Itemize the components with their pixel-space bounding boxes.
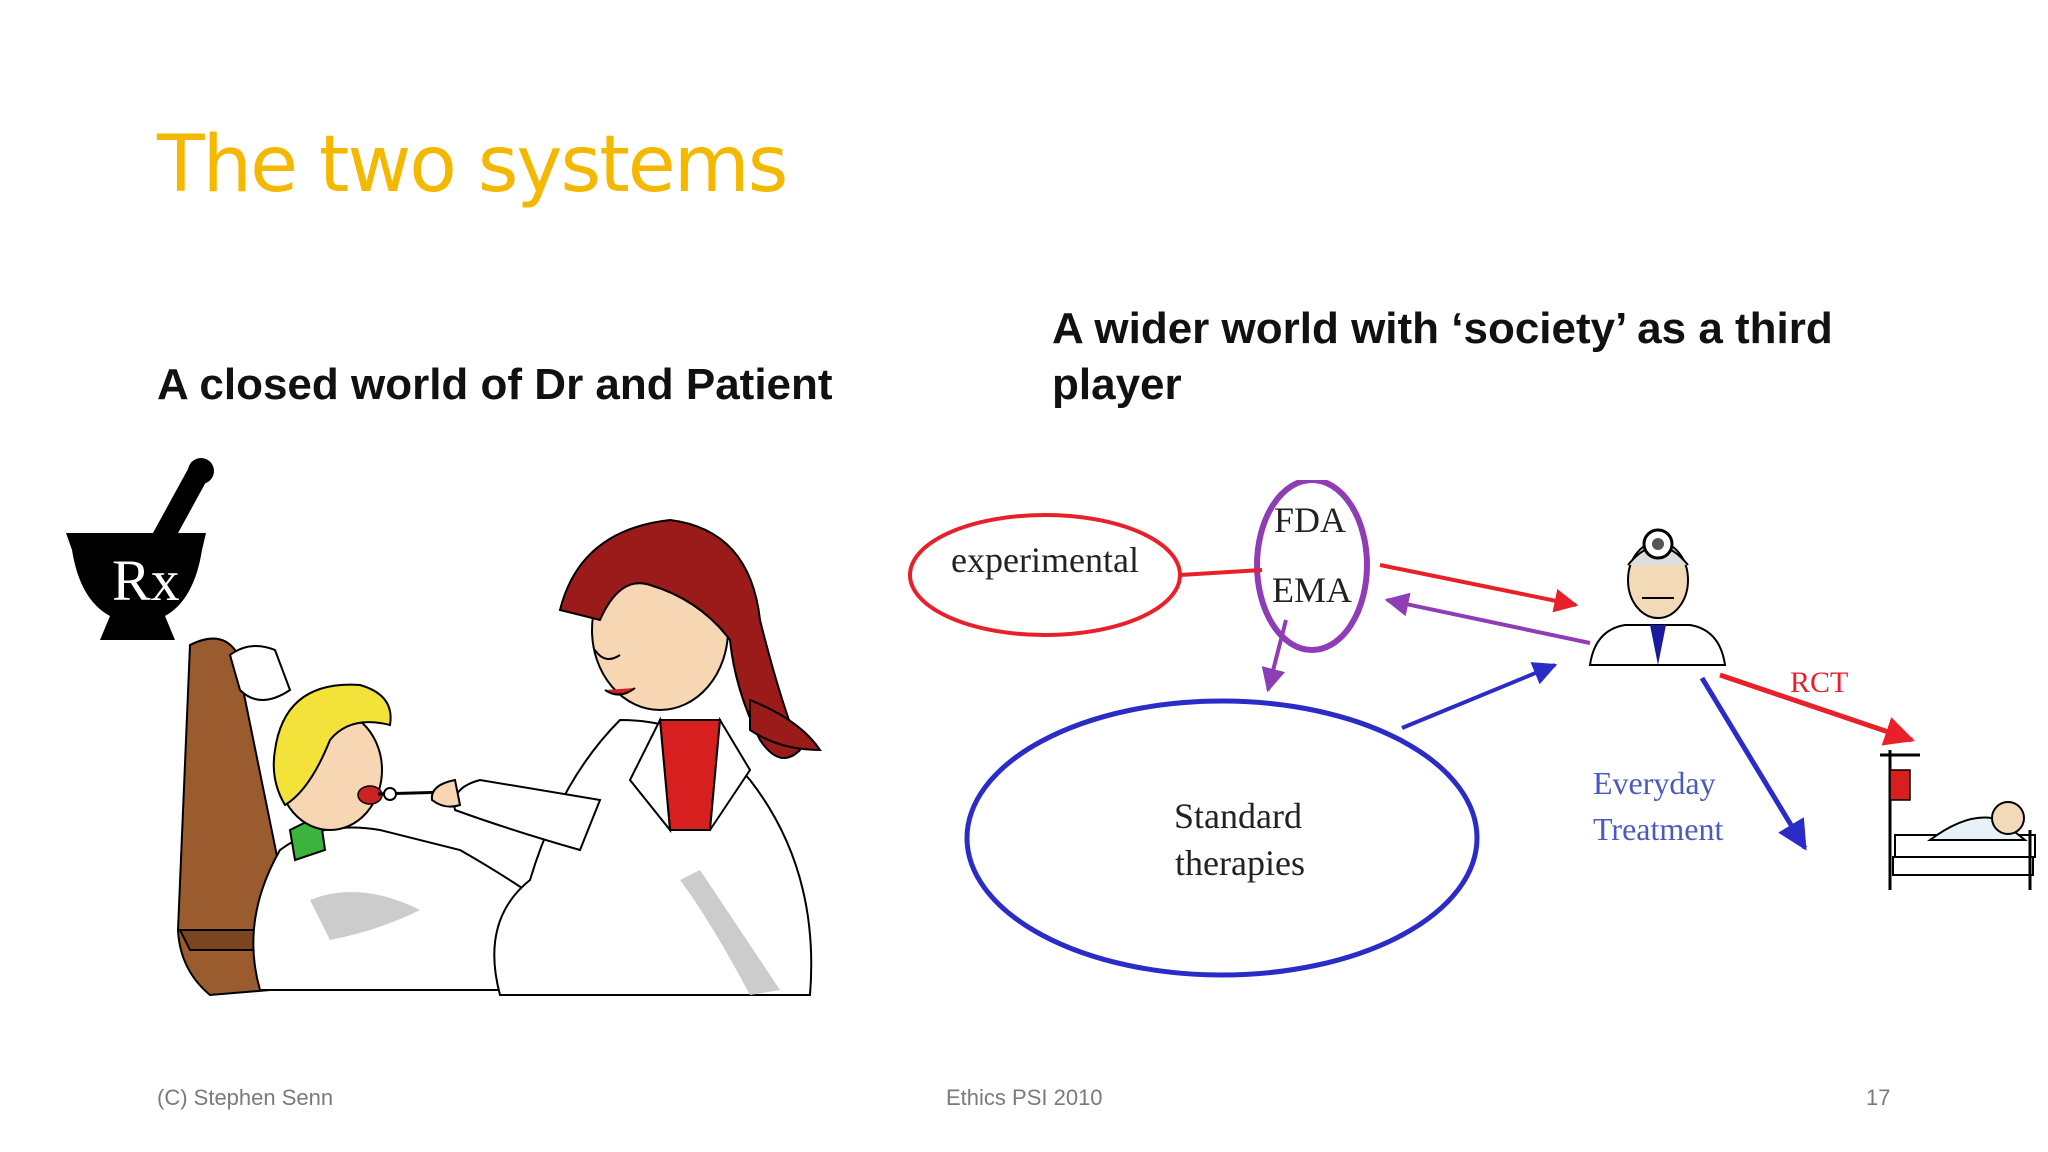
- doctor-to-patient-rct-arrow: [1719, 672, 1915, 746]
- rx-label: Rx: [112, 548, 180, 613]
- doctor-to-regulator-arrow: [1384, 592, 1591, 645]
- experimental-label: experimental: [951, 540, 1139, 580]
- doctor-to-patient-everyday-arrow: [1699, 676, 1808, 851]
- right-heading: A wider world with ‘society’ as a third …: [1052, 304, 1833, 409]
- footer-page-number: 17: [1866, 1085, 1891, 1110]
- doctor-patient-illustration: Rx: [66, 458, 822, 997]
- society-diagram: experimental FDA EMA Standard therapies …: [908, 480, 2036, 978]
- regulator-ellipse: [1254, 480, 1370, 653]
- footer-author: (C) Stephen Senn: [157, 1085, 334, 1110]
- footer-event: Ethics PSI 2010: [946, 1085, 1103, 1110]
- rx-mortar-icon: Rx: [66, 458, 214, 640]
- slide-title: The two systems: [157, 120, 788, 210]
- doctor-icon: [1588, 528, 1727, 666]
- standard-label-1: Standard: [1174, 796, 1302, 836]
- everyday-label-2: Treatment: [1593, 811, 1723, 847]
- regulator-to-standard-arrow: [1261, 619, 1288, 693]
- experimental-connector: [1179, 568, 1263, 577]
- everyday-label-1: Everyday: [1593, 765, 1716, 801]
- standard-ellipse: [964, 698, 1480, 978]
- standard-to-doctor-arrow: [1401, 662, 1558, 730]
- fda-label: FDA: [1274, 500, 1346, 540]
- left-heading: A closed world of Dr and Patient: [157, 360, 833, 409]
- regulator-to-doctor-arrow: [1379, 563, 1579, 613]
- ema-label: EMA: [1272, 570, 1352, 610]
- standard-label-2: therapies: [1175, 843, 1305, 883]
- patient-bed-icon: [1880, 750, 2036, 890]
- rct-label: RCT: [1790, 666, 1848, 699]
